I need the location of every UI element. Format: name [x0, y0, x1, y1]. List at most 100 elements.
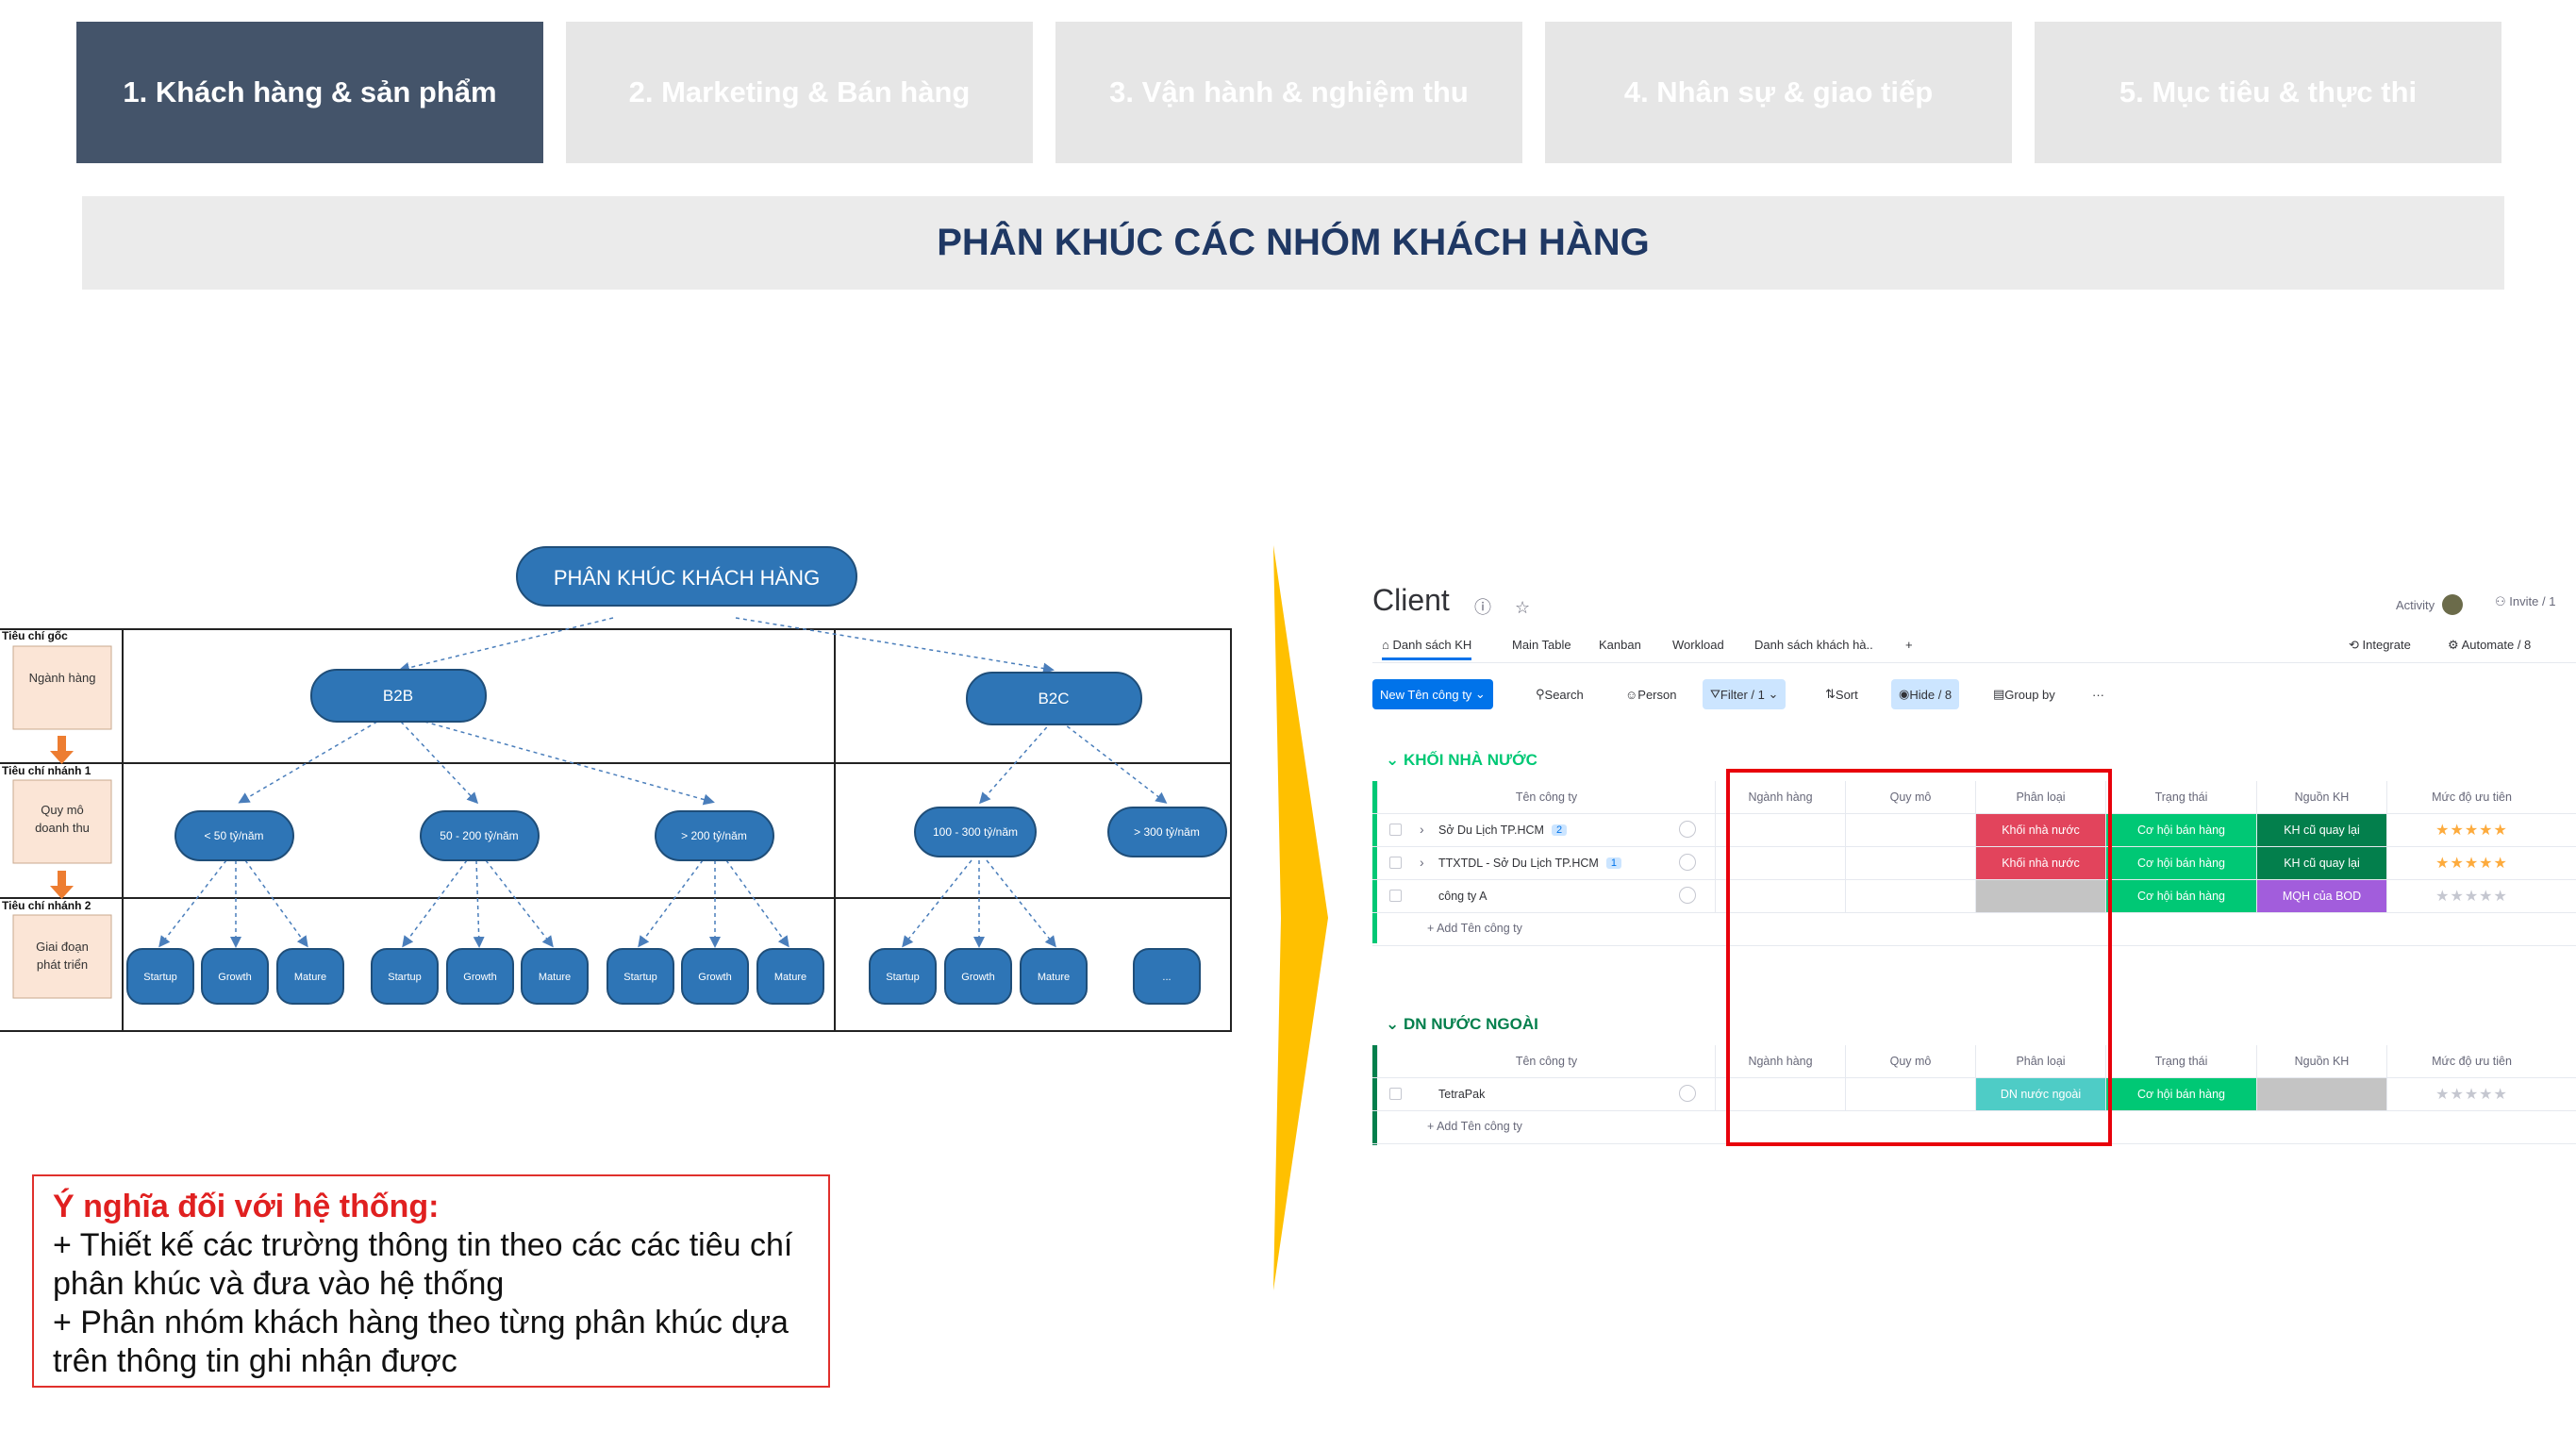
column-header[interactable]: Mức độ ưu tiên: [2386, 781, 2556, 813]
chevron-right-icon[interactable]: ›: [1420, 822, 1424, 837]
table-header-row: Tên công ty Ngành hàng Quy mô Phân loại …: [1372, 1045, 2576, 1078]
scale-cell[interactable]: [1845, 1078, 1975, 1110]
svg-text:> 200 tỷ/năm: > 200 tỷ/năm: [681, 829, 747, 842]
view-tab-customer-list[interactable]: ⌂ Danh sách KH: [1382, 638, 1472, 660]
svg-text:100 - 300 tỷ/năm: 100 - 300 tỷ/năm: [933, 825, 1018, 839]
industry-cell[interactable]: [1715, 814, 1845, 846]
classification-cell[interactable]: Khối nhà nước: [1975, 847, 2105, 879]
column-header[interactable]: Quy mô: [1845, 781, 1975, 813]
classification-cell[interactable]: Khối nhà nước: [1975, 814, 2105, 846]
industry-cell[interactable]: [1715, 1078, 1845, 1110]
industry-cell[interactable]: [1715, 880, 1845, 912]
source-cell[interactable]: [2256, 1078, 2386, 1110]
hide-button[interactable]: ◉ Hide / 8: [1891, 679, 1960, 709]
group-title-foreign[interactable]: ⌄ DN NƯỚC NGOÀI: [1386, 1015, 1538, 1034]
priority-rating[interactable]: ★★★★★: [2386, 847, 2556, 879]
comment-icon[interactable]: [1679, 887, 1696, 904]
integrate-icon: ⟲: [2349, 638, 2363, 652]
table-row[interactable]: công ty A Cơ hội bán hàng MQH của BOD ★★…: [1372, 880, 2576, 913]
column-header[interactable]: Phân loại: [1975, 781, 2105, 813]
column-header[interactable]: Nguồn KH: [2256, 1045, 2386, 1077]
group-by-button[interactable]: ▤ Group by: [1986, 679, 2063, 709]
row-checkbox[interactable]: [1389, 1088, 1402, 1100]
automate-button[interactable]: ⚙ Automate / 8: [2448, 638, 2531, 653]
classification-cell[interactable]: DN nước ngoài: [1975, 1078, 2105, 1110]
tab-hr-communication[interactable]: 4. Nhân sự & giao tiếp: [1545, 22, 2012, 163]
priority-rating[interactable]: ★★★★★: [2386, 814, 2556, 846]
column-header[interactable]: Mức độ ưu tiên: [2386, 1045, 2556, 1077]
chevron-right-icon[interactable]: ›: [1420, 855, 1424, 870]
priority-rating[interactable]: ★★★★★: [2386, 1078, 2556, 1110]
column-header[interactable]: Phân loại: [1975, 1045, 2105, 1077]
status-cell[interactable]: Cơ hội bán hàng: [2105, 814, 2256, 846]
table-row[interactable]: TetraPak DN nước ngoài Cơ hội bán hàng ★…: [1372, 1078, 2576, 1111]
row-checkbox[interactable]: [1389, 857, 1402, 869]
group-label: KHỐI NHÀ NƯỚC: [1403, 751, 1537, 769]
svg-text:Growth: Growth: [698, 972, 731, 983]
add-item-link[interactable]: + Add Tên công ty: [1427, 922, 1522, 935]
column-header[interactable]: Nguồn KH: [2256, 781, 2386, 813]
company-name-cell[interactable]: công ty A: [1431, 880, 1674, 912]
add-view-button[interactable]: +: [1905, 638, 1913, 652]
new-item-button[interactable]: New Tên công ty ⌄: [1372, 679, 1493, 709]
view-tab-customer-list-2[interactable]: Danh sách khách hà..: [1754, 638, 1873, 652]
industry-cell[interactable]: [1715, 847, 1845, 879]
invite-button[interactable]: ⚇ Invite / 1: [2495, 594, 2555, 609]
board-info-star-icons[interactable]: ⓘ ☆: [1474, 598, 1540, 617]
note-line: + Thiết kế các trường thông tin theo các…: [53, 1227, 793, 1263]
source-cell[interactable]: KH cũ quay lại: [2256, 847, 2386, 879]
column-header[interactable]: Ngành hàng: [1715, 781, 1845, 813]
note-title: Ý nghĩa đối với hệ thống:: [53, 1189, 440, 1224]
tab-customers-products[interactable]: 1. Khách hàng & sản phẩm: [76, 22, 543, 163]
tab-operations[interactable]: 3. Vận hành & nghiệm thu: [1055, 22, 1522, 163]
person-filter-button[interactable]: ☺ Person: [1618, 679, 1684, 709]
comment-icon[interactable]: [1679, 854, 1696, 871]
priority-rating[interactable]: ★★★★★: [2386, 880, 2556, 912]
segmentation-diagram: PHÂN KHÚC KHÁCH HÀNG B2B B2C < 50 tỷ/năm…: [0, 538, 1236, 1033]
column-header[interactable]: Ngành hàng: [1715, 1045, 1845, 1077]
integrate-button[interactable]: ⟲ Integrate: [2349, 638, 2411, 653]
view-tab-workload[interactable]: Workload: [1672, 638, 1724, 652]
star-icon: ★★★★★: [2435, 889, 2508, 905]
scale-cell[interactable]: [1845, 814, 1975, 846]
add-item-link[interactable]: + Add Tên công ty: [1427, 1120, 1522, 1133]
filter-button[interactable]: ⛛ Filter / 1 ⌄: [1703, 679, 1787, 709]
activity-button[interactable]: Activity: [2396, 594, 2464, 615]
chevron-down-icon: ⌄: [1471, 687, 1486, 701]
status-cell[interactable]: Cơ hội bán hàng: [2105, 847, 2256, 879]
scale-cell[interactable]: [1845, 847, 1975, 879]
tab-goals-execution[interactable]: 5. Mục tiêu & thực thi: [2035, 22, 2501, 163]
tab-marketing-sales[interactable]: 2. Marketing & Bán hàng: [566, 22, 1033, 163]
scale-cell[interactable]: [1845, 880, 1975, 912]
svg-text:...: ...: [1162, 972, 1171, 983]
comment-icon[interactable]: [1679, 821, 1696, 838]
comment-icon[interactable]: [1679, 1085, 1696, 1102]
classification-cell[interactable]: [1975, 880, 2105, 912]
diagram-root-node: PHÂN KHÚC KHÁCH HÀNG: [516, 546, 857, 607]
source-cell[interactable]: KH cũ quay lại: [2256, 814, 2386, 846]
source-cell[interactable]: MQH của BOD: [2256, 880, 2386, 912]
more-options-button[interactable]: ···: [2092, 687, 2104, 702]
view-tab-main-table[interactable]: Main Table: [1512, 638, 1571, 652]
add-item-row[interactable]: + Add Tên công ty: [1372, 913, 2576, 946]
view-tab-kanban[interactable]: Kanban: [1599, 638, 1641, 652]
status-cell[interactable]: Cơ hội bán hàng: [2105, 1078, 2256, 1110]
row-checkbox[interactable]: [1389, 824, 1402, 836]
row-checkbox[interactable]: [1389, 890, 1402, 902]
chevron-down-icon: ⌄: [1386, 1015, 1404, 1033]
column-header[interactable]: Trạng thái: [2105, 1045, 2256, 1077]
company-name-cell[interactable]: TetraPak: [1431, 1078, 1674, 1110]
column-header[interactable]: Quy mô: [1845, 1045, 1975, 1077]
group-title-state-owned[interactable]: ⌄ KHỐI NHÀ NƯỚC: [1386, 751, 1537, 770]
status-cell[interactable]: Cơ hội bán hàng: [2105, 880, 2256, 912]
sort-button[interactable]: ⇅ Sort: [1818, 679, 1866, 709]
column-header[interactable]: Tên công ty: [1377, 1045, 1715, 1077]
column-header[interactable]: Tên công ty: [1377, 781, 1715, 813]
search-button[interactable]: ⚲ Search: [1528, 679, 1591, 709]
column-header[interactable]: Trạng thái: [2105, 781, 2256, 813]
group-icon: ▤: [1993, 687, 2005, 701]
